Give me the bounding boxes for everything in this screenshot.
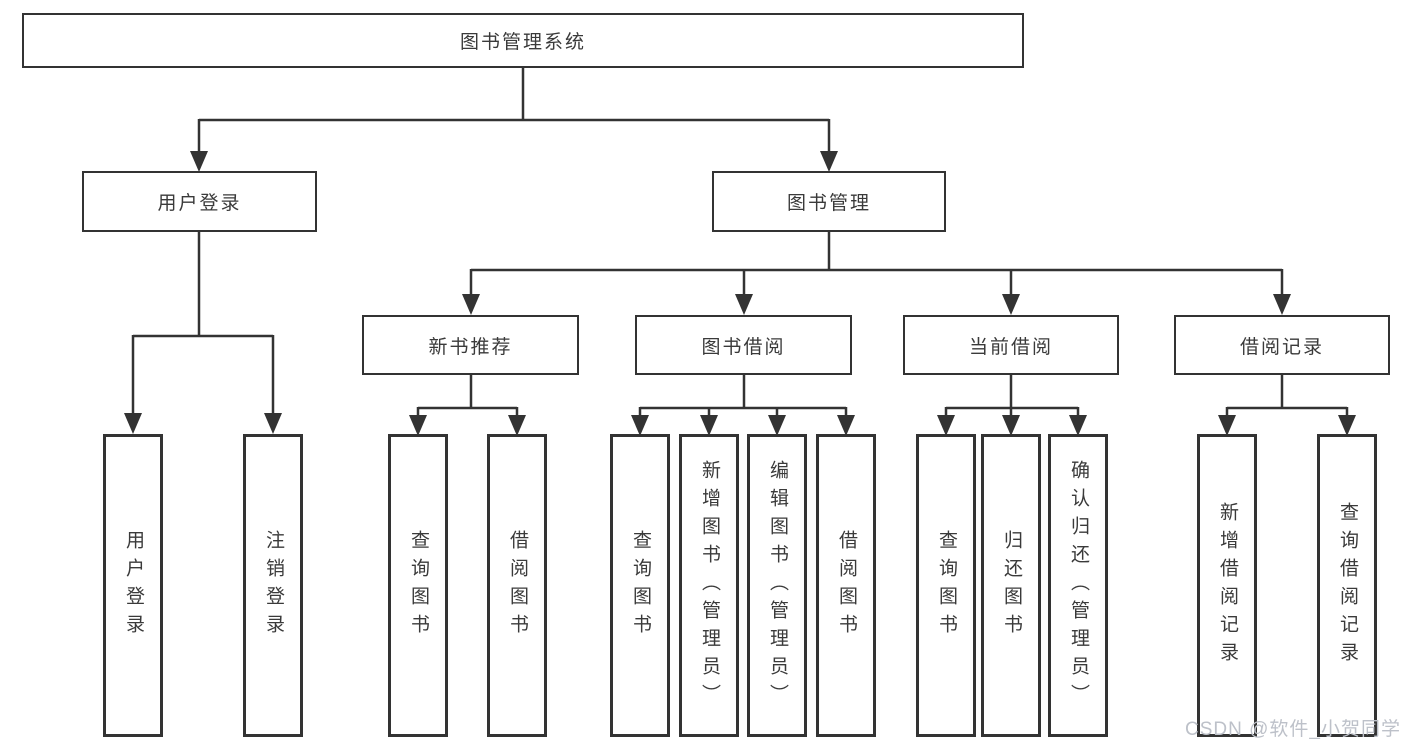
connector-book-management-to-level3 (462, 232, 1291, 315)
node-book-borrow: 图书借阅 (635, 315, 852, 375)
node-library-management-system: 图书管理系统 (22, 13, 1024, 68)
leaf-query-books-borrow: 查询图书 (610, 434, 670, 737)
node-user-login: 用户登录 (82, 171, 317, 232)
leaf-query-borrow-record: 查询借阅记录 (1317, 434, 1377, 737)
node-borrow-records: 借阅记录 (1174, 315, 1390, 375)
leaf-add-borrow-record: 新增借阅记录 (1197, 434, 1257, 737)
connector-new-book-recommend-to-leaves (409, 375, 526, 436)
node-current-borrow: 当前借阅 (903, 315, 1119, 375)
leaf-borrow-books-recommend: 借阅图书 (487, 434, 547, 737)
connector-user-login-to-leaves (124, 232, 282, 434)
leaf-logout: 注销登录 (243, 434, 303, 737)
connector-borrow-records-to-leaves (1218, 375, 1356, 436)
leaf-borrow-books: 借阅图书 (816, 434, 876, 737)
leaf-user-login: 用户登录 (103, 434, 163, 737)
csdn-watermark: CSDN @软件_小贺同学 (1185, 719, 1401, 740)
leaf-query-books-recommend: 查询图书 (388, 434, 448, 737)
node-book-management: 图书管理 (712, 171, 946, 232)
leaf-edit-book-admin: 编辑图书（管理员） (747, 434, 807, 737)
leaf-add-book-admin: 新增图书（管理员） (679, 434, 739, 737)
node-new-book-recommend: 新书推荐 (362, 315, 579, 375)
leaf-return-book: 归还图书 (981, 434, 1041, 737)
connector-current-borrow-to-leaves (937, 375, 1087, 436)
leaf-confirm-return-admin: 确认归还（管理员） (1048, 434, 1108, 737)
connector-book-borrow-to-leaves (631, 375, 855, 436)
leaf-query-books-current: 查询图书 (916, 434, 976, 737)
connector-root-to-level2 (190, 68, 838, 172)
